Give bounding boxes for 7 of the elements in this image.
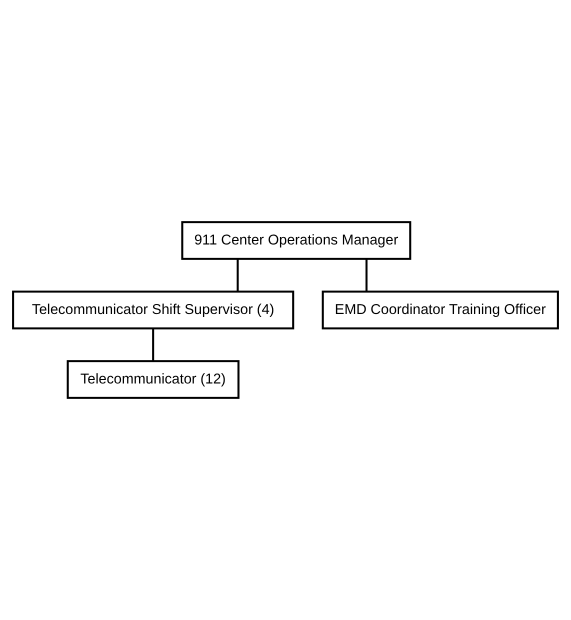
node-box: Telecommunicator Shift Supervisor (4) — [12, 290, 294, 330]
connector — [236, 259, 239, 292]
connector — [152, 328, 154, 361]
node-box: Telecommunicator (12) — [66, 360, 240, 399]
node-box: EMD Coordinator Training Officer — [322, 290, 559, 330]
node-box: 911 Center Operations Manager — [181, 221, 412, 260]
connector — [365, 259, 368, 292]
